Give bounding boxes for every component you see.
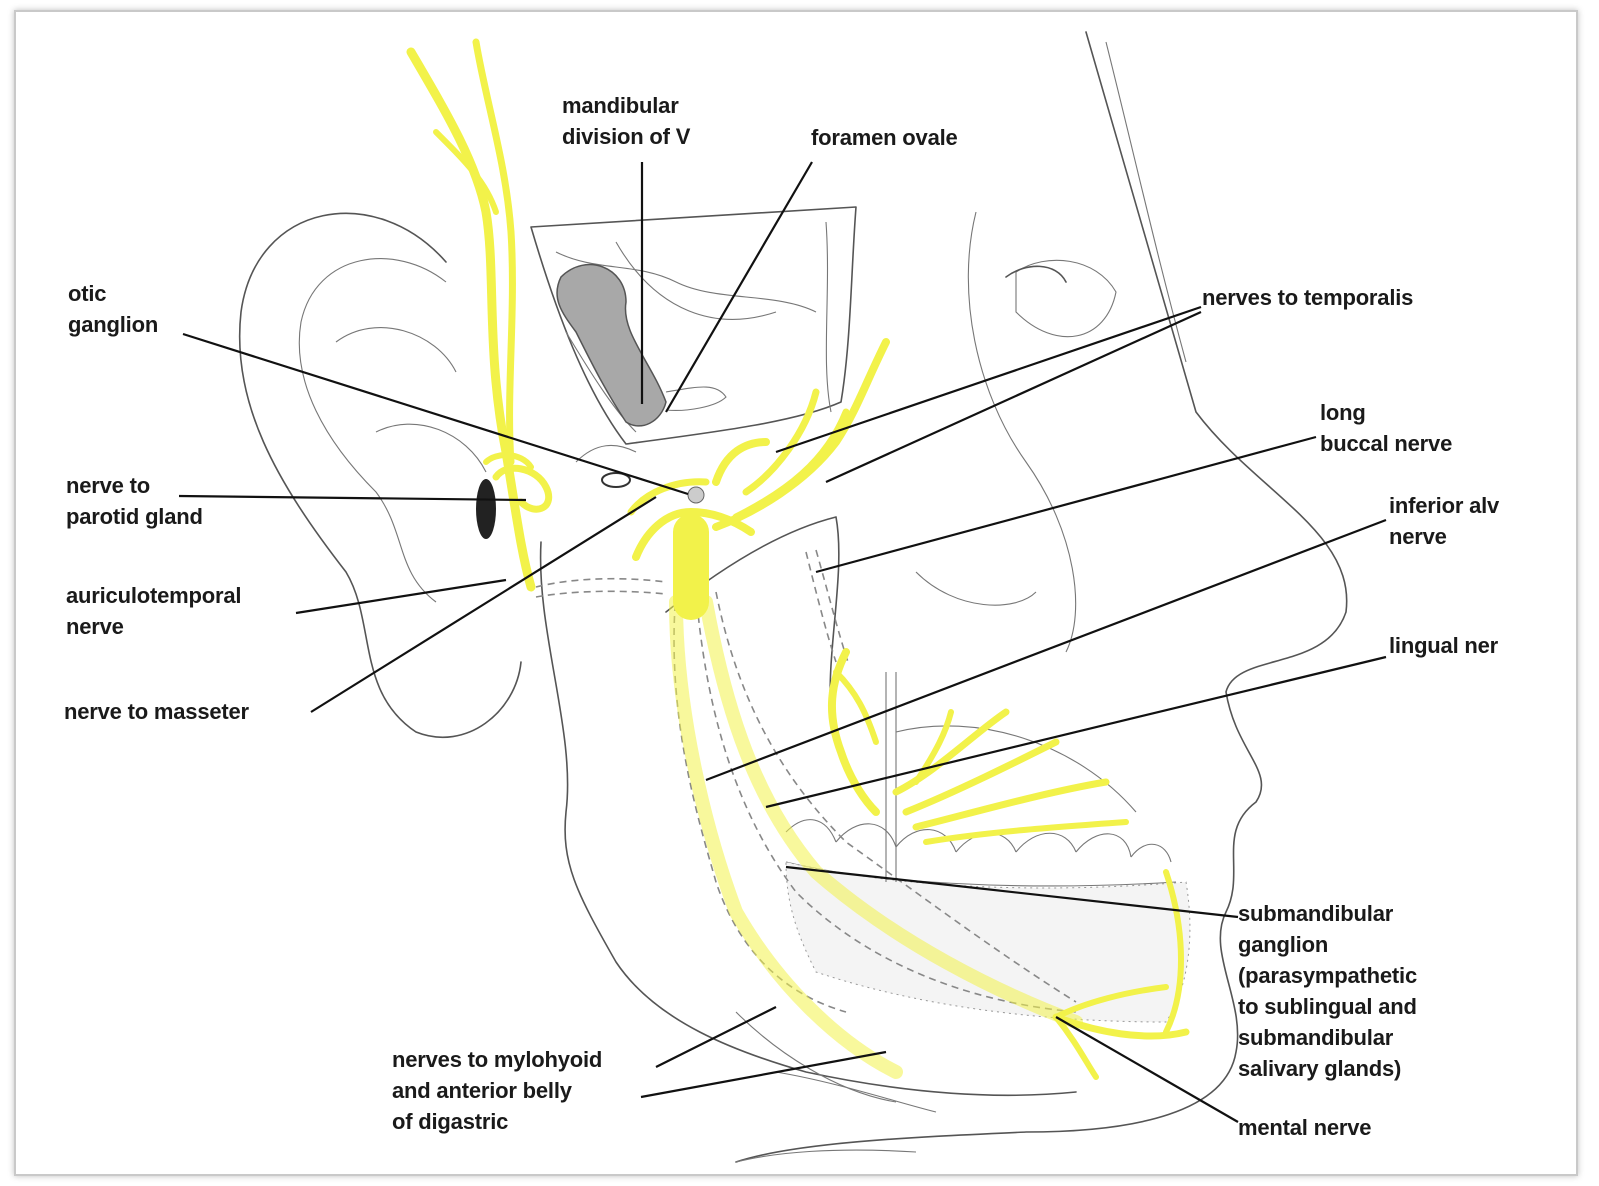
label-foramen-ovale: foramen ovale: [811, 122, 958, 153]
mandibular-trunk-shape: [557, 265, 666, 426]
label-nerves-to-mylohyoid: nerves to mylohyoid and anterior belly o…: [392, 1044, 602, 1137]
ear-inner: [299, 259, 446, 602]
label-auriculotemporal: auriculotemporal nerve: [66, 580, 241, 642]
label-lingual-nerve: lingual ner: [1389, 630, 1498, 661]
label-otic-ganglion: otic ganglion: [68, 278, 158, 340]
label-inferior-alveolar: inferior alv nerve: [1389, 490, 1499, 552]
ear-canal: [476, 479, 496, 539]
label-nerve-to-masseter: nerve to masseter: [64, 696, 249, 727]
label-nerve-to-parotid: nerve to parotid gland: [66, 470, 203, 532]
label-mandibular-division: mandibular division of V: [562, 90, 690, 152]
diagram-frame: mandibular division of V foramen ovale o…: [14, 10, 1578, 1176]
label-nerves-to-temporalis: nerves to temporalis: [1202, 282, 1413, 313]
label-long-buccal-nerve: long buccal nerve: [1320, 397, 1452, 459]
ear-outline: [240, 213, 521, 737]
mandible-body: [786, 862, 1190, 1022]
label-submandibular-ganglion: submandibular ganglion (parasympathetic …: [1238, 898, 1417, 1084]
label-mental-nerve: mental nerve: [1238, 1112, 1371, 1143]
eye-outline: [1016, 260, 1116, 336]
